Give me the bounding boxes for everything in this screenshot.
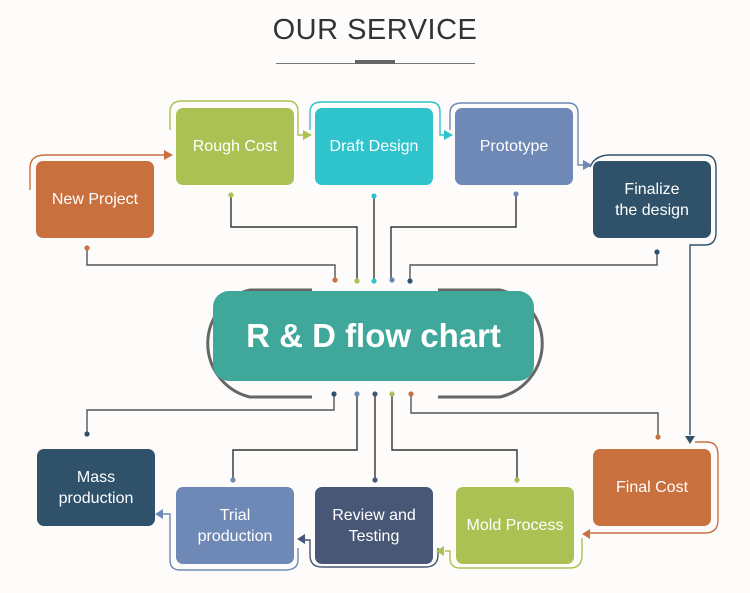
- step-final-cost: Final Cost: [593, 449, 711, 526]
- step-mass-production: Mass production: [37, 449, 155, 526]
- dot-center-top-3: [371, 278, 377, 284]
- arrowhead-finalcost: [685, 436, 695, 444]
- step-mold-process: Mold Process: [456, 487, 574, 564]
- step-rough-cost: Rough Cost: [176, 108, 294, 185]
- dot-mass: [84, 431, 90, 437]
- flow-proto-to-final: [449, 102, 585, 166]
- arrowhead-mold: [582, 529, 590, 539]
- step-new-project: New Project: [36, 161, 154, 238]
- dot-prototype: [513, 191, 519, 197]
- dot-center-bot-2: [354, 391, 360, 397]
- step-prototype: Prototype: [455, 108, 573, 185]
- dot-center-bot-1: [331, 391, 337, 397]
- dot-trial: [230, 477, 236, 483]
- arrowhead-review: [436, 546, 444, 556]
- step-review-testing: Review and Testing: [315, 487, 433, 564]
- leader-final-cost: [410, 395, 659, 436]
- flow-review-to-trial: [163, 513, 299, 571]
- leader-mold: [391, 395, 518, 480]
- title-accent-bar: [355, 60, 395, 64]
- dot-center-bot-3: [372, 391, 378, 397]
- flow-finalize-border: [589, 154, 717, 435]
- dot-draft-design: [371, 193, 377, 199]
- arrowhead-rough: [164, 150, 173, 160]
- arrowhead-trial: [297, 534, 305, 544]
- dot-center-top-2: [354, 278, 360, 284]
- dot-center-bot-5: [408, 391, 414, 397]
- leader-mass: [86, 395, 335, 434]
- arrowhead-finalize: [583, 160, 592, 170]
- arrowhead-mass: [155, 509, 163, 519]
- leader-finalize: [409, 252, 658, 281]
- dot-final-cost: [655, 434, 661, 440]
- dot-new-project: [84, 245, 90, 251]
- dot-mold: [514, 477, 520, 483]
- flow-new-to-rough: [29, 154, 165, 190]
- page-title: OUR SERVICE: [272, 14, 478, 46]
- leader-prototype: [390, 194, 517, 280]
- leader-trial: [232, 395, 358, 480]
- flow-finalcost-border: [590, 441, 719, 534]
- dot-center-bot-4: [389, 391, 395, 397]
- dot-finalize: [654, 249, 660, 255]
- dot-center-top-1: [332, 277, 338, 283]
- step-trial-production: Trial production: [176, 487, 294, 564]
- flow-rough-to-draft: [169, 100, 305, 136]
- dot-center-top-4: [389, 277, 395, 283]
- dot-center-top-5: [407, 278, 413, 284]
- leader-rough-cost: [230, 195, 358, 281]
- center-node: R & D flow chart: [213, 291, 534, 381]
- arrowhead-draft: [303, 130, 312, 140]
- step-draft-design: Draft Design: [315, 108, 433, 185]
- arrowhead-proto: [444, 130, 453, 140]
- leader-new-project: [86, 248, 336, 280]
- flow-draft-to-proto: [309, 101, 445, 136]
- step-finalize-design: Finalize the design: [593, 161, 711, 238]
- flow-final-to-mold: [445, 538, 583, 569]
- dot-rough-cost: [228, 192, 234, 198]
- flow-mold-to-review: [305, 539, 439, 568]
- dot-review: [372, 477, 378, 483]
